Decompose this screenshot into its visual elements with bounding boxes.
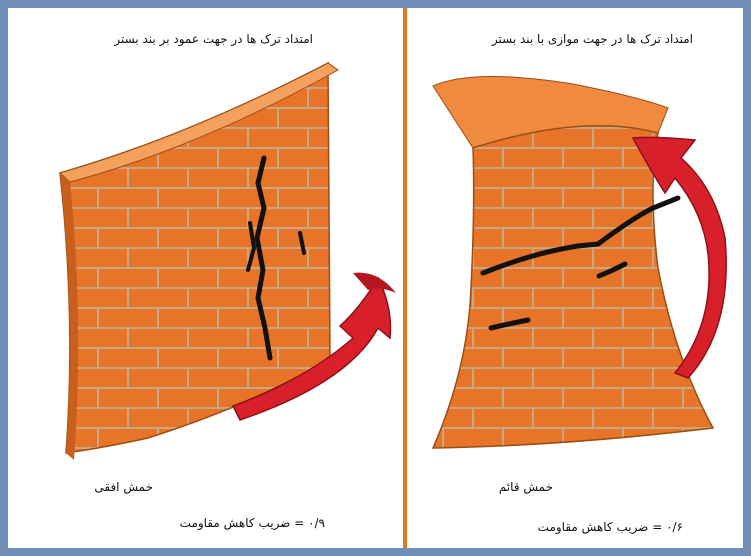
- bending-type-label: خمش قائم: [499, 480, 553, 494]
- strength-reduction-coefficient: ۰/۹ = ضریب کاهش مقاومت: [180, 516, 325, 530]
- panel-divider: [403, 8, 407, 548]
- strength-reduction-coefficient: ۰/۶ = ضریب کاهش مقاومت: [538, 520, 683, 534]
- bending-type-label: خمش افقی: [94, 480, 153, 494]
- panel-vertical-bending: امتداد ترک ها در جهت موازی با بند بستر خ…: [413, 8, 743, 548]
- curved-brick-wall-illustration: [413, 8, 743, 548]
- panel-horizontal-bending: امتداد ترک ها در جهت عمود بر بند بستر خ: [8, 8, 403, 548]
- curved-brick-wall-illustration: [8, 8, 403, 548]
